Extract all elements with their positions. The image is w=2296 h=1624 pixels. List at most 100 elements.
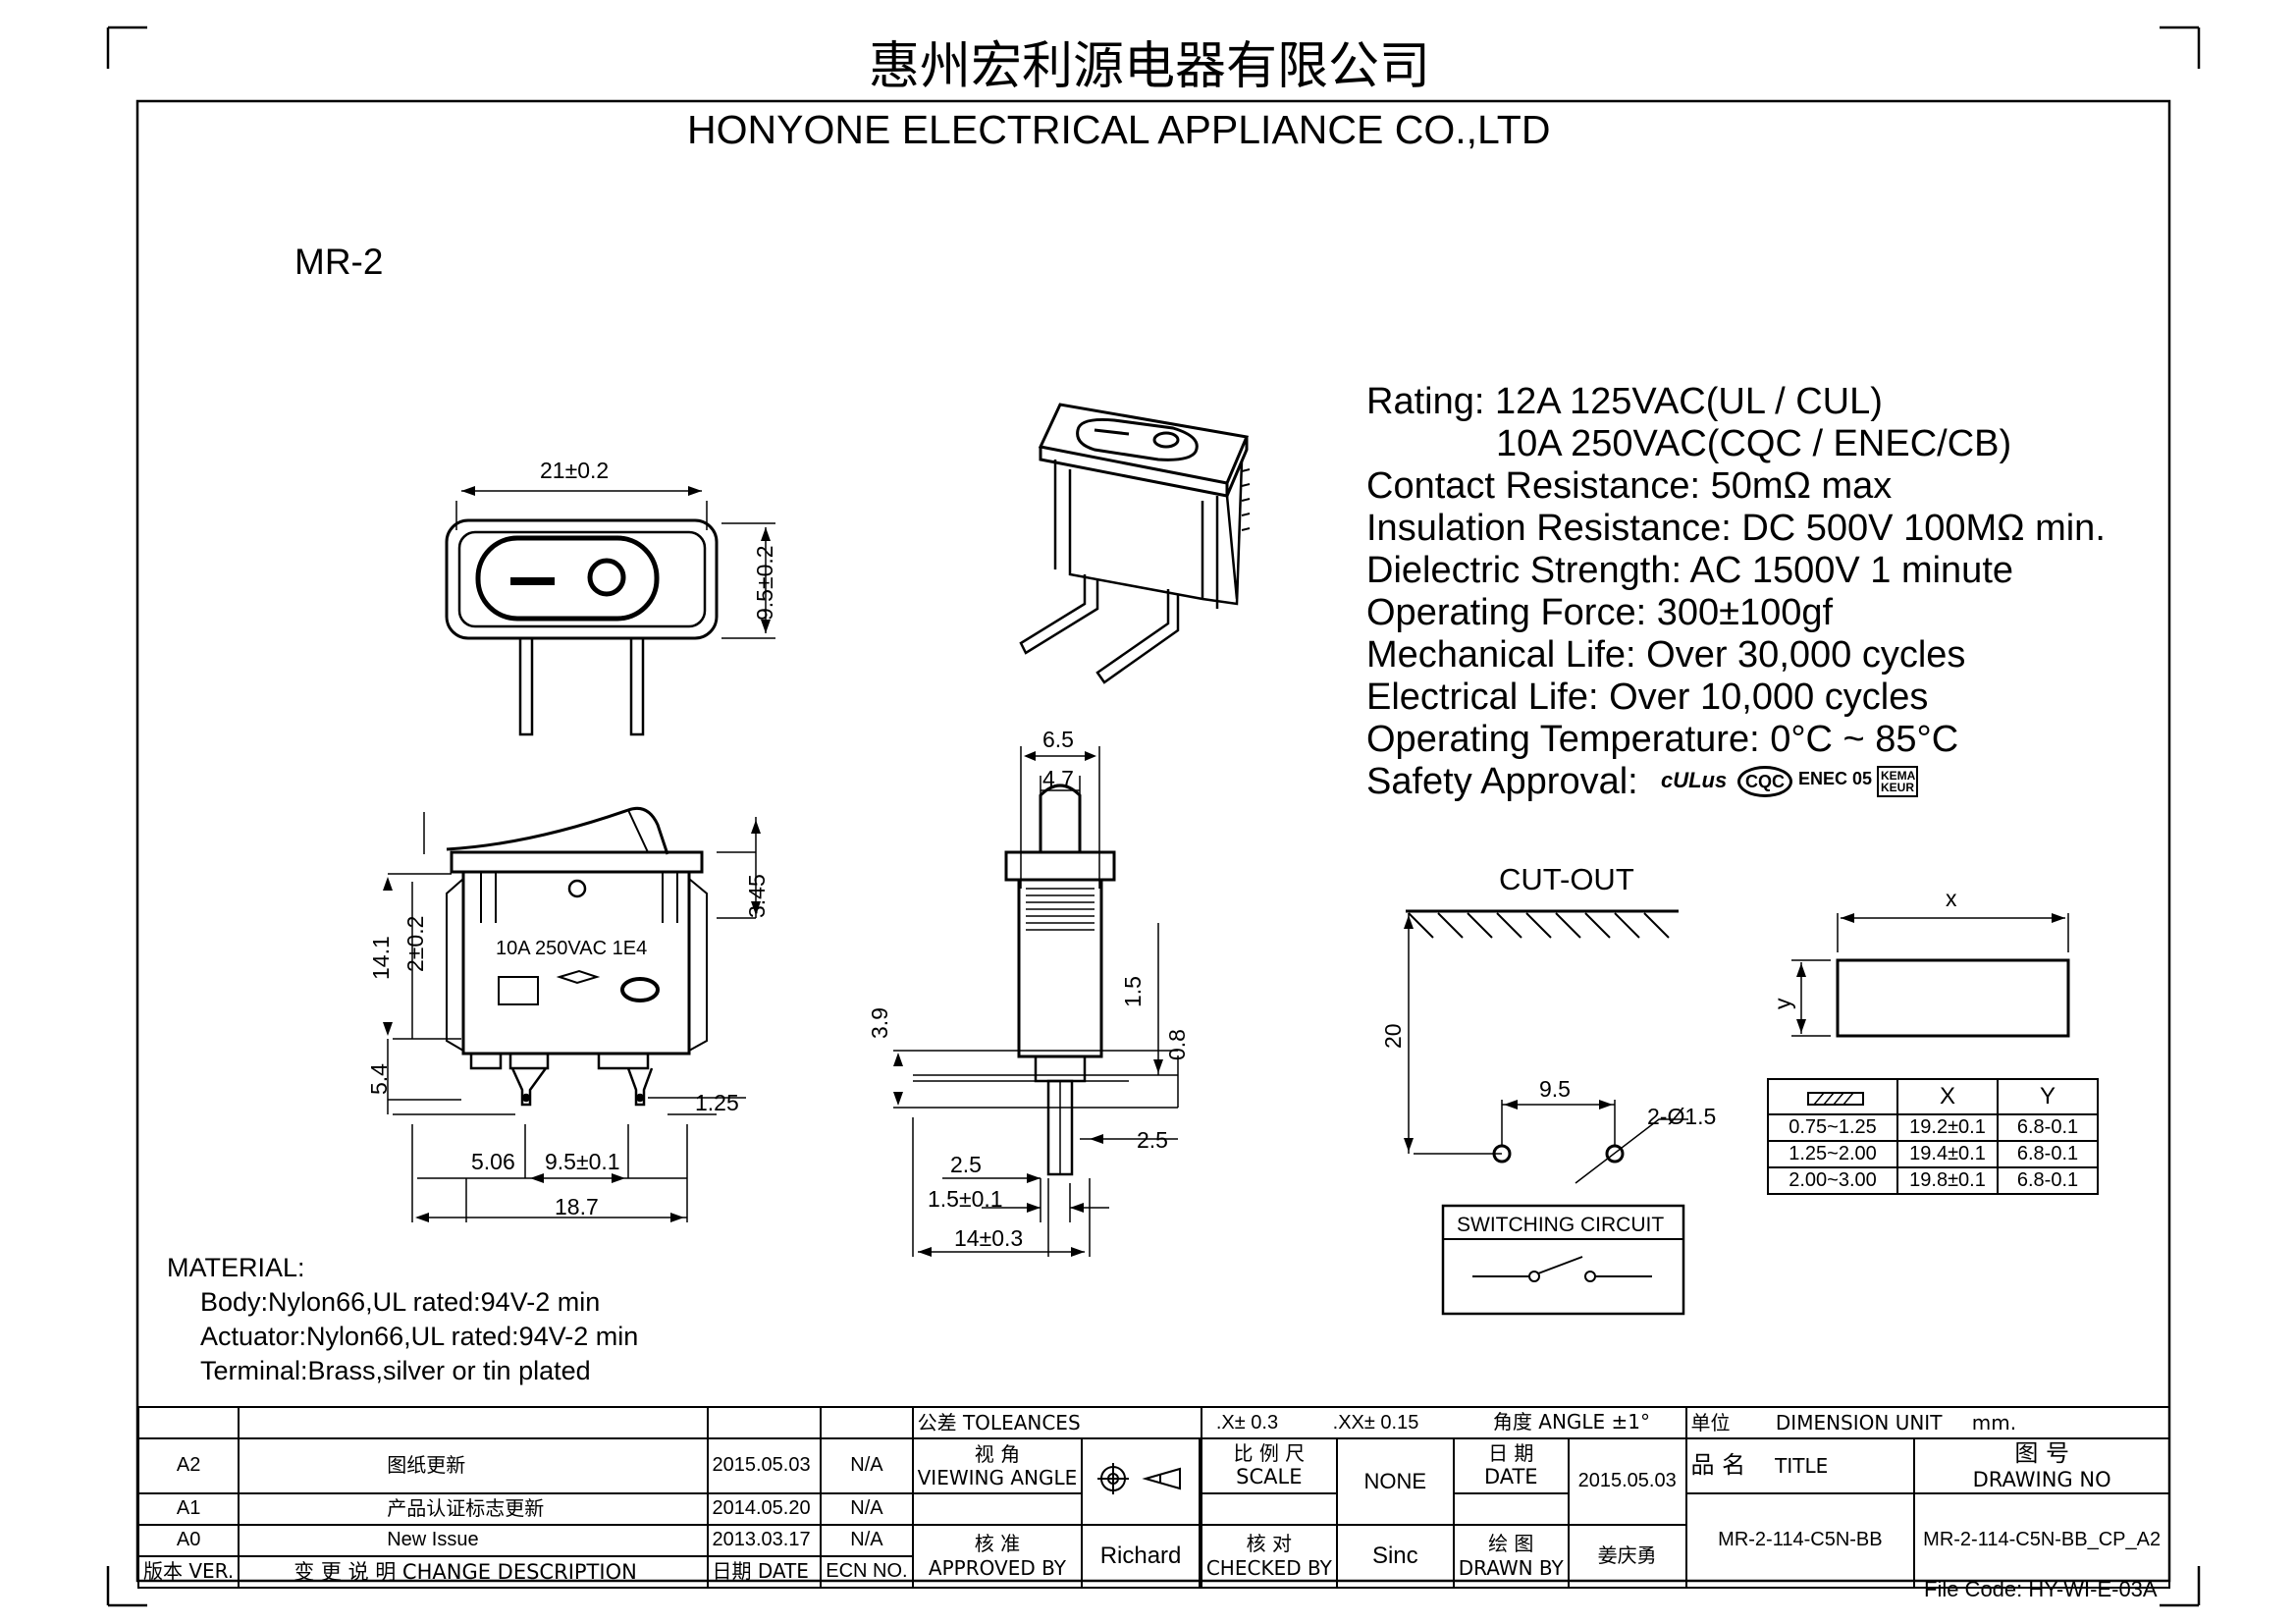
rev-ecn: N/A (820, 1523, 914, 1557)
tolerance-values: .X± 0.3 .XX± 0.15 角度 ANGLE ±1° (1200, 1406, 1687, 1439)
dim-3-9: 3.9 (867, 1007, 892, 1039)
drawing-no-value: MR-2-114-C5N-BB_CP_A2 (1913, 1491, 2170, 1589)
dim-2-5-right: 2.5 (1137, 1127, 1168, 1153)
front-height-dim: 9.5±0.2 (752, 545, 777, 621)
date-value: 2015.05.03 (1567, 1437, 1687, 1526)
dim-4-7: 4.7 (1042, 766, 1074, 791)
cutout-table-header-y: Y (1997, 1078, 2099, 1115)
rev-ecn: N/A (820, 1437, 914, 1494)
cutout-table: X Y 0.75~1.25 19.2±0.1 6.8-0.1 1.25~2.00… (1767, 1078, 2099, 1195)
material-title: MATERIAL: (167, 1253, 305, 1282)
spec-electrical-life: Electrical Life: Over 10,000 cycles (1366, 677, 1929, 718)
spec-safety-approval: Safety Approval: (1366, 761, 1638, 802)
scale-cn: 比 例 尺 (1233, 1441, 1306, 1466)
cutout-y-label: y (1770, 998, 1795, 1010)
viewing-cn: 视 角 (974, 1441, 1021, 1466)
revision-row: A1 产品认证标志更新 2014.05.20 N/A MR-2-114-C5N-… (136, 1491, 2170, 1589)
dim-2-5-left: 2.5 (950, 1152, 982, 1177)
dim-1-5-tol: 1.5±0.1 (928, 1186, 1003, 1212)
file-code: File Code: HY-WI-E-03A (1924, 1577, 2158, 1601)
scale-value: NONE (1335, 1437, 1455, 1526)
dim-6-5: 6.5 (1042, 727, 1074, 752)
revision-header-row: 版本 VER. 变 更 说 明 CHANGE DESCRIPTION 日期 DA… (136, 1554, 2169, 1589)
unit-val: mm. (1971, 1410, 2017, 1435)
approved-en: APPROVED BY (928, 1555, 1066, 1580)
table-cell: 6.8-0.1 (1997, 1166, 2099, 1195)
drawing-en: DRAWING NO (1972, 1467, 2111, 1491)
cutout-x-label: x (1946, 886, 1957, 911)
checked-en: CHECKED BY (1205, 1555, 1332, 1580)
dim-0-8: 0.8 (1164, 1029, 1190, 1060)
title-en: TITLE (1775, 1454, 1829, 1479)
rev-date: 2015.05.03 (706, 1437, 823, 1494)
table-cell: 0.75~1.25 (1767, 1113, 1898, 1142)
table-cell: 6.8-0.1 (1997, 1113, 2099, 1142)
front-width-dim: 21±0.2 (540, 458, 610, 483)
unit-en: DIMENSION UNIT (1775, 1410, 1943, 1435)
tol-x: .X± 0.3 (1215, 1412, 1279, 1434)
table-row: 0.75~1.25 19.2±0.1 6.8-0.1 (1767, 1113, 2099, 1142)
dim-1-25: 1.25 (695, 1090, 739, 1115)
checked-cn: 核 对 (1246, 1531, 1292, 1555)
title-block: 公差 TOLEANCES .X± 0.3 .XX± 0.15 角度 ANGLE … (136, 1406, 2171, 1589)
enec-mark-icon: ENEC 05 (1798, 769, 1873, 788)
cutout-title: CUT-OUT (1499, 862, 1634, 896)
rev-ver: A2 (136, 1437, 240, 1494)
col-date: 日期 DATE (706, 1554, 823, 1589)
material-actuator: Actuator:Nylon66,UL rated:94V-2 min (200, 1322, 639, 1351)
rev-date: 2013.03.17 (706, 1523, 823, 1557)
approved-value: Richard (1081, 1523, 1201, 1589)
viewing-en: VIEWING ANGLE (917, 1465, 1078, 1489)
title-cn: 品 名 (1690, 1451, 1746, 1480)
rev-desc: New Issue (238, 1523, 709, 1557)
rev-desc: 图纸更新 (238, 1437, 709, 1494)
col-ecn: ECN NO. (820, 1554, 914, 1589)
projection-symbol-icon (1081, 1437, 1201, 1526)
dimension-unit: 单位 DIMENSION UNIT mm. (1684, 1406, 2171, 1439)
dim-14-1: 14.1 (368, 936, 394, 980)
rev-ver: A0 (136, 1523, 240, 1557)
company-name-en: HONYONE ELECTRICAL APPLIANCE CO.,LTD (687, 107, 1551, 152)
rev-ver: A1 (136, 1491, 240, 1526)
table-row: 2.00~3.00 19.8±0.1 6.8-0.1 (1767, 1166, 2099, 1195)
dim-3-45: 3.45 (744, 874, 770, 918)
cqc-mark-icon: CQC (1737, 766, 1792, 797)
ul-mark-icon: cULus (1661, 768, 1728, 792)
title-label: 品 名 TITLE (1684, 1437, 1916, 1494)
approved-cn: 核 准 (974, 1531, 1021, 1555)
dim-9-5: 9.5±0.1 (545, 1149, 620, 1174)
dim-14: 14±0.3 (954, 1225, 1024, 1251)
table-cell: 19.2±0.1 (1896, 1113, 1999, 1142)
cutout-table-header-x: X (1896, 1078, 1999, 1115)
tolerances-label: 公差 TOLEANCES (911, 1406, 1202, 1439)
spec-dielectric-strength: Dielectric Strength: AC 1500V 1 minute (1366, 550, 2014, 591)
dim-5-4: 5.4 (366, 1063, 392, 1095)
spec-insulation-resistance: Insulation Resistance: DC 500V 100MΩ min… (1366, 508, 2106, 549)
spec-operating-force: Operating Force: 300±100gf (1366, 592, 1834, 633)
cutout-dim-20: 20 (1380, 1023, 1406, 1049)
title-value: MR-2-114-C5N-BB (1684, 1491, 1916, 1589)
checked-value: Sinc (1335, 1523, 1455, 1589)
dim-5-06: 5.06 (471, 1149, 515, 1174)
drawn-en: DRAWN BY (1458, 1555, 1564, 1580)
spec-rating-2: 10A 250VAC(CQC / ENEC/CB) (1496, 423, 2012, 464)
table-cell: 6.8-0.1 (1997, 1140, 2099, 1168)
rev-ecn: N/A (820, 1491, 914, 1526)
drawn-cn: 绘 图 (1488, 1531, 1534, 1555)
table-cell: 19.8±0.1 (1896, 1166, 1999, 1195)
cutout-holes: 2-Ø1.5 (1647, 1104, 1717, 1129)
spec-operating-temperature: Operating Temperature: 0°C ~ 85°C (1366, 719, 1959, 760)
dim-1-5: 1.5 (1120, 976, 1146, 1007)
material-body: Body:Nylon66,UL rated:94V-2 min (200, 1287, 601, 1317)
spec-mechanical-life: Mechanical Life: Over 30,000 cycles (1366, 634, 1966, 676)
rev-desc: 产品认证标志更新 (238, 1491, 709, 1526)
col-desc: 变 更 说 明 CHANGE DESCRIPTION (238, 1554, 709, 1589)
date-en: DATE (1483, 1465, 1538, 1489)
